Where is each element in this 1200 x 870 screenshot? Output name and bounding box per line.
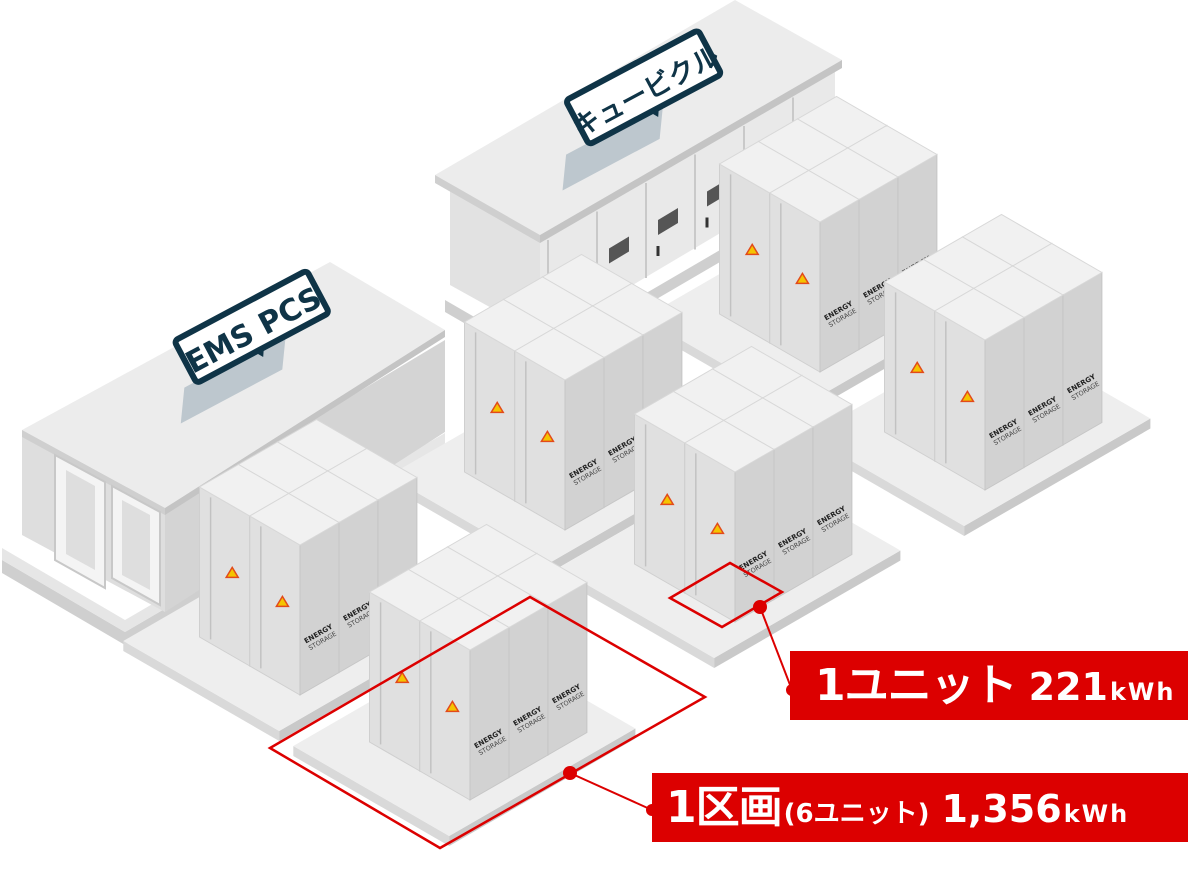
unit-front-face [684, 442, 736, 623]
unit-side-face [1062, 271, 1103, 446]
block-leader-line [569, 772, 653, 811]
unit-front-face [634, 413, 686, 594]
unit-side-face [984, 316, 1025, 491]
unit-side-face [299, 521, 340, 696]
warning-sticker-icon [659, 492, 675, 506]
battery-block: ENERGYSTORAGEENERGYSTORAGEENERGYSTORAGEE… [558, 345, 901, 668]
warning-sticker-icon [275, 594, 290, 608]
unit-capacity-unit: kWh [1109, 678, 1176, 706]
battery-block: ENERGYSTORAGEENERGYSTORAGEENERGYSTORAGEE… [293, 523, 636, 846]
door-window [658, 208, 678, 235]
cubicle-building: キュービクル [435, 0, 842, 367]
block-capacity-unit: kWh [1063, 800, 1130, 828]
unit-capacity-callout: 1 ユニット 221 kWh [790, 651, 1188, 720]
unit-side-face [564, 356, 605, 531]
unit-front-face [719, 163, 771, 344]
pad-edge [714, 550, 901, 668]
unit-top-face [683, 419, 776, 473]
unit-side-face [812, 403, 853, 578]
unit-capacity: 221 [1028, 665, 1108, 709]
block-capacity: 1,356 [941, 787, 1062, 831]
unit-front-face [199, 486, 251, 667]
battery-block: ENERGYSTORAGEENERGYSTORAGEENERGYSTORAGEE… [808, 213, 1151, 536]
unit-top-face [933, 287, 1026, 341]
cubicle-sign: キュービクル [562, 28, 725, 191]
battery-block: ENERGYSTORAGEENERGYSTORAGEENERGYSTORAGEE… [388, 253, 731, 576]
block-capacity-callout: 1 区画 (6ユニット) 1,356 kWh [652, 773, 1188, 842]
unit-top-face [513, 327, 606, 381]
unit-leader-dot [753, 600, 767, 614]
unit-front-face [369, 591, 421, 772]
warning-sticker-icon [394, 670, 410, 684]
unit-front-face [464, 321, 516, 502]
pad-edge [293, 746, 450, 846]
unit-side-face [773, 426, 814, 601]
unit-top-face [248, 492, 341, 546]
pad-edge [123, 641, 280, 741]
warning-sticker-icon [960, 389, 975, 403]
unit-side-face [508, 604, 549, 779]
door-window [609, 236, 629, 264]
pad-edge [964, 418, 1151, 536]
unit-front-face [934, 310, 986, 491]
unit-side-face [734, 448, 775, 623]
warning-sticker-icon [445, 699, 460, 713]
unit-front-face [884, 281, 936, 462]
block-detail: (6ユニット) [783, 799, 930, 829]
pad-edge [558, 568, 715, 668]
unit-top-face [768, 169, 861, 223]
warning-sticker-icon [540, 429, 555, 443]
warning-sticker-icon [909, 360, 925, 374]
block-count: 1 [666, 782, 697, 833]
block-leader-dot [563, 766, 577, 780]
container-doors [54, 453, 161, 607]
warning-sticker-icon [744, 242, 760, 256]
battery-blocks: ENERGYSTORAGEENERGYSTORAGEENERGYSTORAGEE… [123, 95, 1151, 846]
unit-side-face [1023, 294, 1064, 469]
unit-front-face [769, 192, 821, 373]
warning-sticker-icon [795, 271, 810, 285]
unit-count: 1 [815, 660, 846, 711]
unit-top-face [418, 597, 511, 651]
unit-label: ユニット [844, 660, 1018, 711]
unit-side-face [547, 581, 588, 756]
unit-front-face [514, 350, 566, 531]
unit-side-face [819, 198, 860, 373]
unit-outline [667, 561, 785, 629]
unit-front-face [249, 515, 301, 696]
unit-leader-line [759, 606, 793, 691]
block-label: 区画 [695, 782, 783, 833]
unit-side-face [469, 626, 510, 801]
warning-sticker-icon [224, 565, 240, 579]
block-outline [267, 595, 708, 850]
warning-sticker-icon [489, 400, 505, 414]
warning-sticker-icon [710, 521, 725, 535]
